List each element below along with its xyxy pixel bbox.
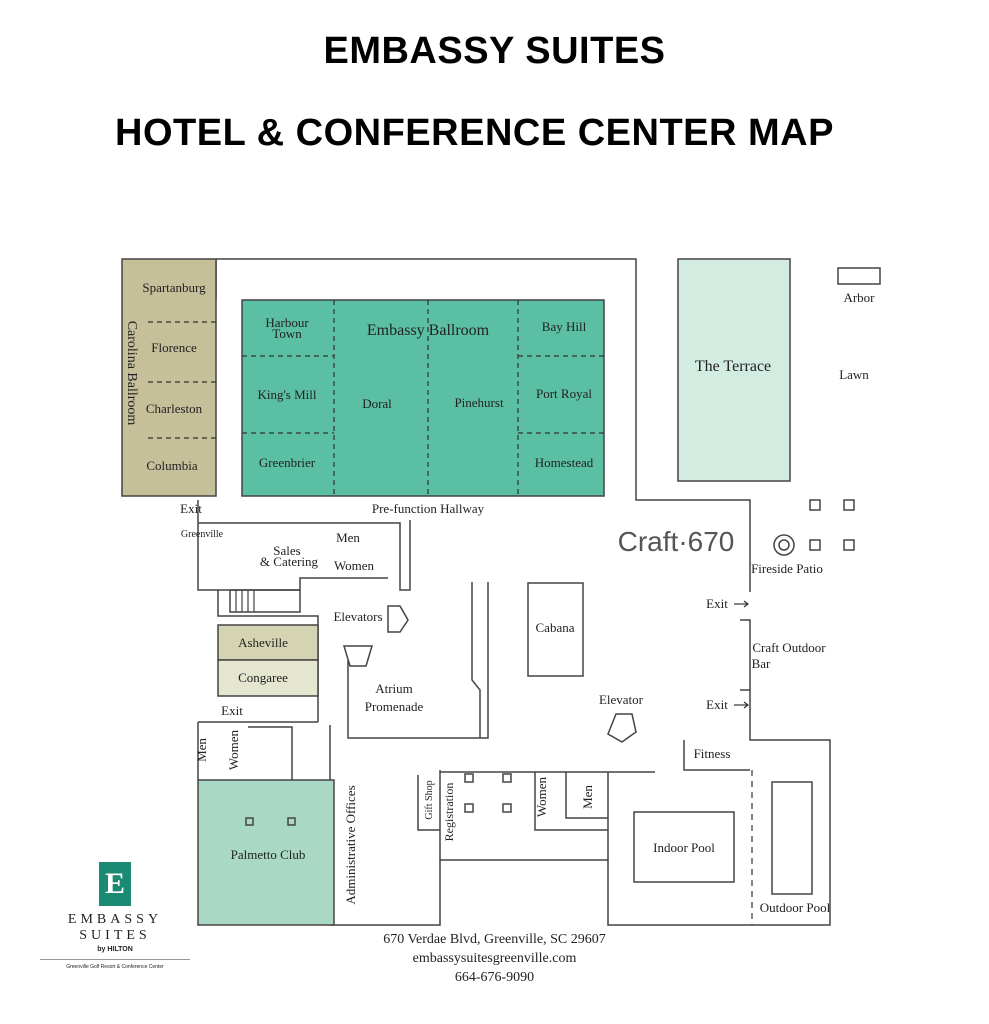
elevator-icon	[342, 645, 374, 667]
exit-label: Exit	[180, 501, 202, 516]
footer-address: 670 Verdae Blvd, Greenville, SC 29607	[383, 932, 606, 947]
room-label: Administrative Offices	[343, 785, 358, 904]
carolina-ballroom[interactable]	[121, 258, 217, 497]
room-label: Cabana	[536, 620, 575, 635]
room-label: Atrium	[375, 681, 413, 696]
room-label: Pinehurst	[454, 395, 504, 410]
outer-walls	[197, 258, 831, 926]
terrace[interactable]	[677, 258, 791, 482]
room-label: Spartanburg	[142, 280, 206, 295]
room-label: Elevator	[599, 692, 644, 707]
restroom-label: Men	[336, 530, 360, 545]
stairs-icon	[235, 590, 255, 612]
room-label: Sales	[273, 543, 300, 558]
fire-pit-icon	[773, 534, 795, 556]
exit-label: Exit	[221, 703, 243, 718]
footer-phone: 664-676-9090	[454, 970, 535, 985]
pillar	[287, 817, 296, 826]
room-label: King's Mill	[257, 387, 316, 402]
restroom-label: Women	[226, 729, 241, 770]
room-label: Elevators	[333, 609, 382, 624]
room-label: & Catering	[260, 554, 319, 569]
embassy-suites-logo: E EMBASSY SUITES by HILTON Greenville Go…	[40, 862, 190, 970]
map-title-line1: EMBASSY SUITES	[323, 30, 666, 72]
room-label: Bar	[752, 656, 771, 671]
cabana[interactable]	[527, 582, 584, 677]
outdoor-pool[interactable]	[771, 781, 813, 895]
room-label: Greenville	[181, 529, 224, 540]
room-label: Charleston	[146, 401, 203, 416]
craft-logo: Craft·670	[618, 526, 735, 557]
room-label: Port Royal	[536, 386, 592, 401]
room-label: Asheville	[238, 635, 288, 650]
room-label: Indoor Pool	[653, 840, 715, 855]
room-label: Gift Shop	[424, 780, 435, 819]
exit-arrow-icon	[734, 600, 749, 709]
exit-label: Exit	[706, 697, 728, 712]
room-label: Outdoor Pool	[760, 900, 831, 915]
restroom-label: Men	[580, 785, 595, 809]
room-label: Fitness	[694, 746, 731, 761]
room-label: Homestead	[535, 455, 594, 470]
room-label: Doral	[362, 396, 392, 411]
carolina-dividers	[148, 321, 216, 439]
room-label: Pre-function Hallway	[372, 501, 485, 516]
room-label: Greenbrier	[259, 455, 316, 470]
room-label: Harbour	[265, 315, 309, 330]
brand-name: EMBASSY	[67, 912, 163, 927]
room-label: Palmetto Club	[231, 847, 306, 862]
room-label: Congaree	[238, 670, 288, 685]
brand-by: by HILTON	[97, 946, 133, 953]
congaree-room[interactable]	[217, 659, 319, 697]
room-label: Craft Outdoor	[752, 640, 826, 655]
pillar	[245, 817, 254, 826]
elevator-icon	[387, 605, 409, 633]
room-label: Florence	[151, 340, 197, 355]
brand-name: SUITES	[79, 928, 151, 943]
elevator-icon	[607, 713, 637, 743]
room-label: Lawn	[839, 367, 869, 382]
room-label: Fireside Patio	[751, 561, 823, 576]
brand-mark-icon: E	[99, 862, 131, 906]
room-label: Bay Hill	[542, 319, 587, 334]
patio-tables	[809, 499, 855, 551]
room-label: Town	[272, 326, 302, 341]
room-label: Columbia	[146, 458, 198, 473]
embassy-dividers	[242, 300, 604, 496]
brand-tagline: Greenville Golf Resort & Conference Cent…	[40, 959, 190, 970]
room-label: Registration	[442, 783, 456, 842]
room-label: Arbor	[843, 290, 875, 305]
arbor	[837, 267, 881, 285]
registration-pillars	[464, 773, 512, 813]
indoor-pool[interactable]	[633, 811, 735, 883]
footer-website[interactable]: embassysuitesgreenville.com	[412, 951, 577, 966]
exit-label: Exit	[706, 596, 728, 611]
restroom-label: Women	[534, 776, 549, 817]
room-label: Promenade	[365, 699, 424, 714]
palmetto-club[interactable]	[197, 779, 335, 926]
room-label: Embassy Ballroom	[367, 322, 490, 339]
restroom-label: Men	[194, 738, 209, 762]
room-label: The Terrace	[695, 358, 771, 375]
map-title-line2: HOTEL & CONFERENCE CENTER MAP	[115, 112, 834, 154]
restroom-label: Women	[334, 558, 375, 573]
room-label: Carolina Ballroom	[124, 321, 139, 426]
embassy-ballroom[interactable]	[241, 299, 605, 497]
